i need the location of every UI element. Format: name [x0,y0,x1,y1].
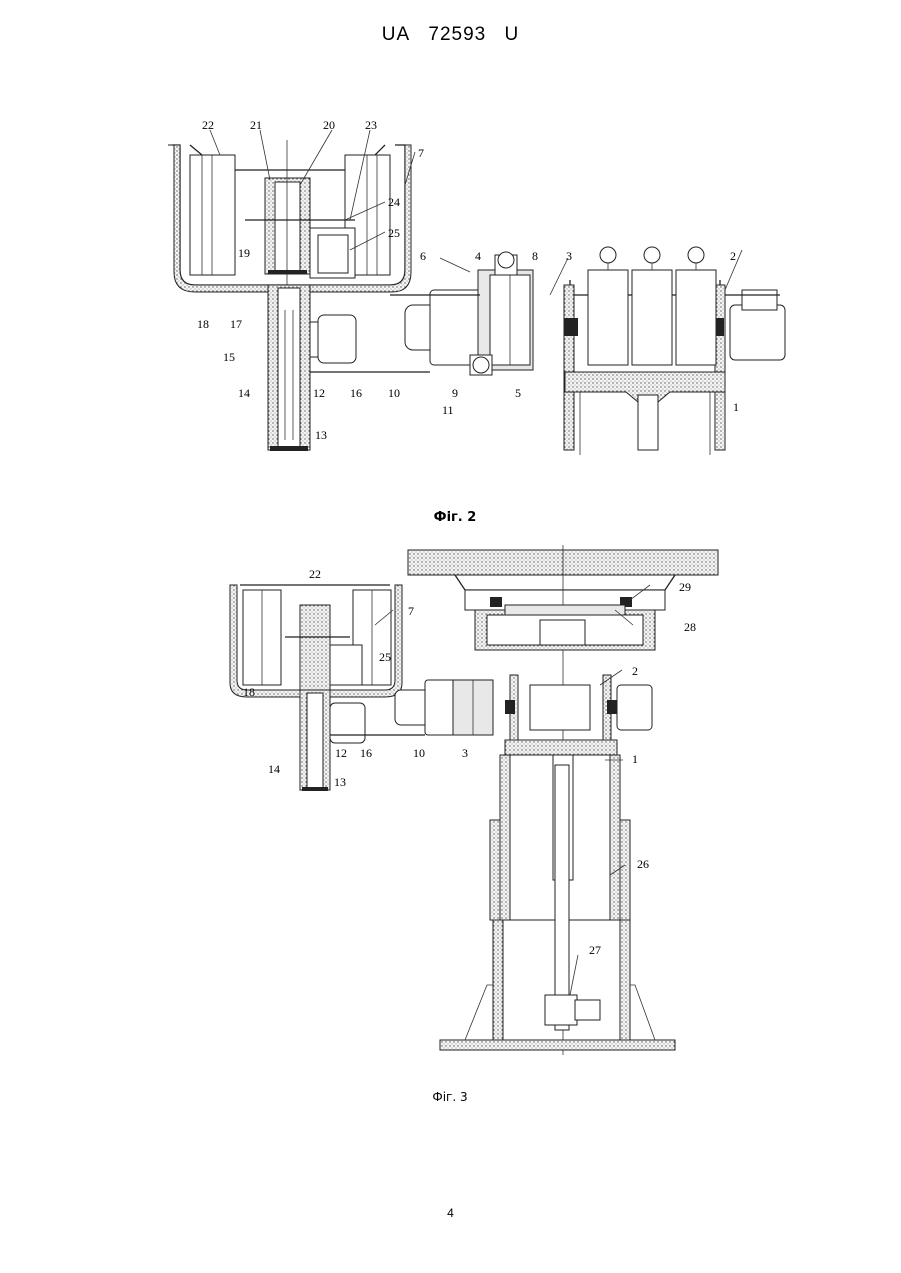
header-kind: U [505,24,520,45]
patent-header: UA 72593 U [0,24,901,46]
figure-3-caption: Фіг. 3 [350,1090,550,1104]
hopper-container-2 [230,585,425,791]
header-number: 72593 [428,24,486,45]
header-country: UA [382,24,410,45]
page-number: 4 [0,1206,901,1220]
figure-2-caption: Фіг. 2 [355,510,555,525]
figure-2-drawing [160,110,800,460]
motor-drive-unit-2 [395,680,493,735]
figure-3-drawing [225,545,725,1055]
turret-column [564,247,785,455]
